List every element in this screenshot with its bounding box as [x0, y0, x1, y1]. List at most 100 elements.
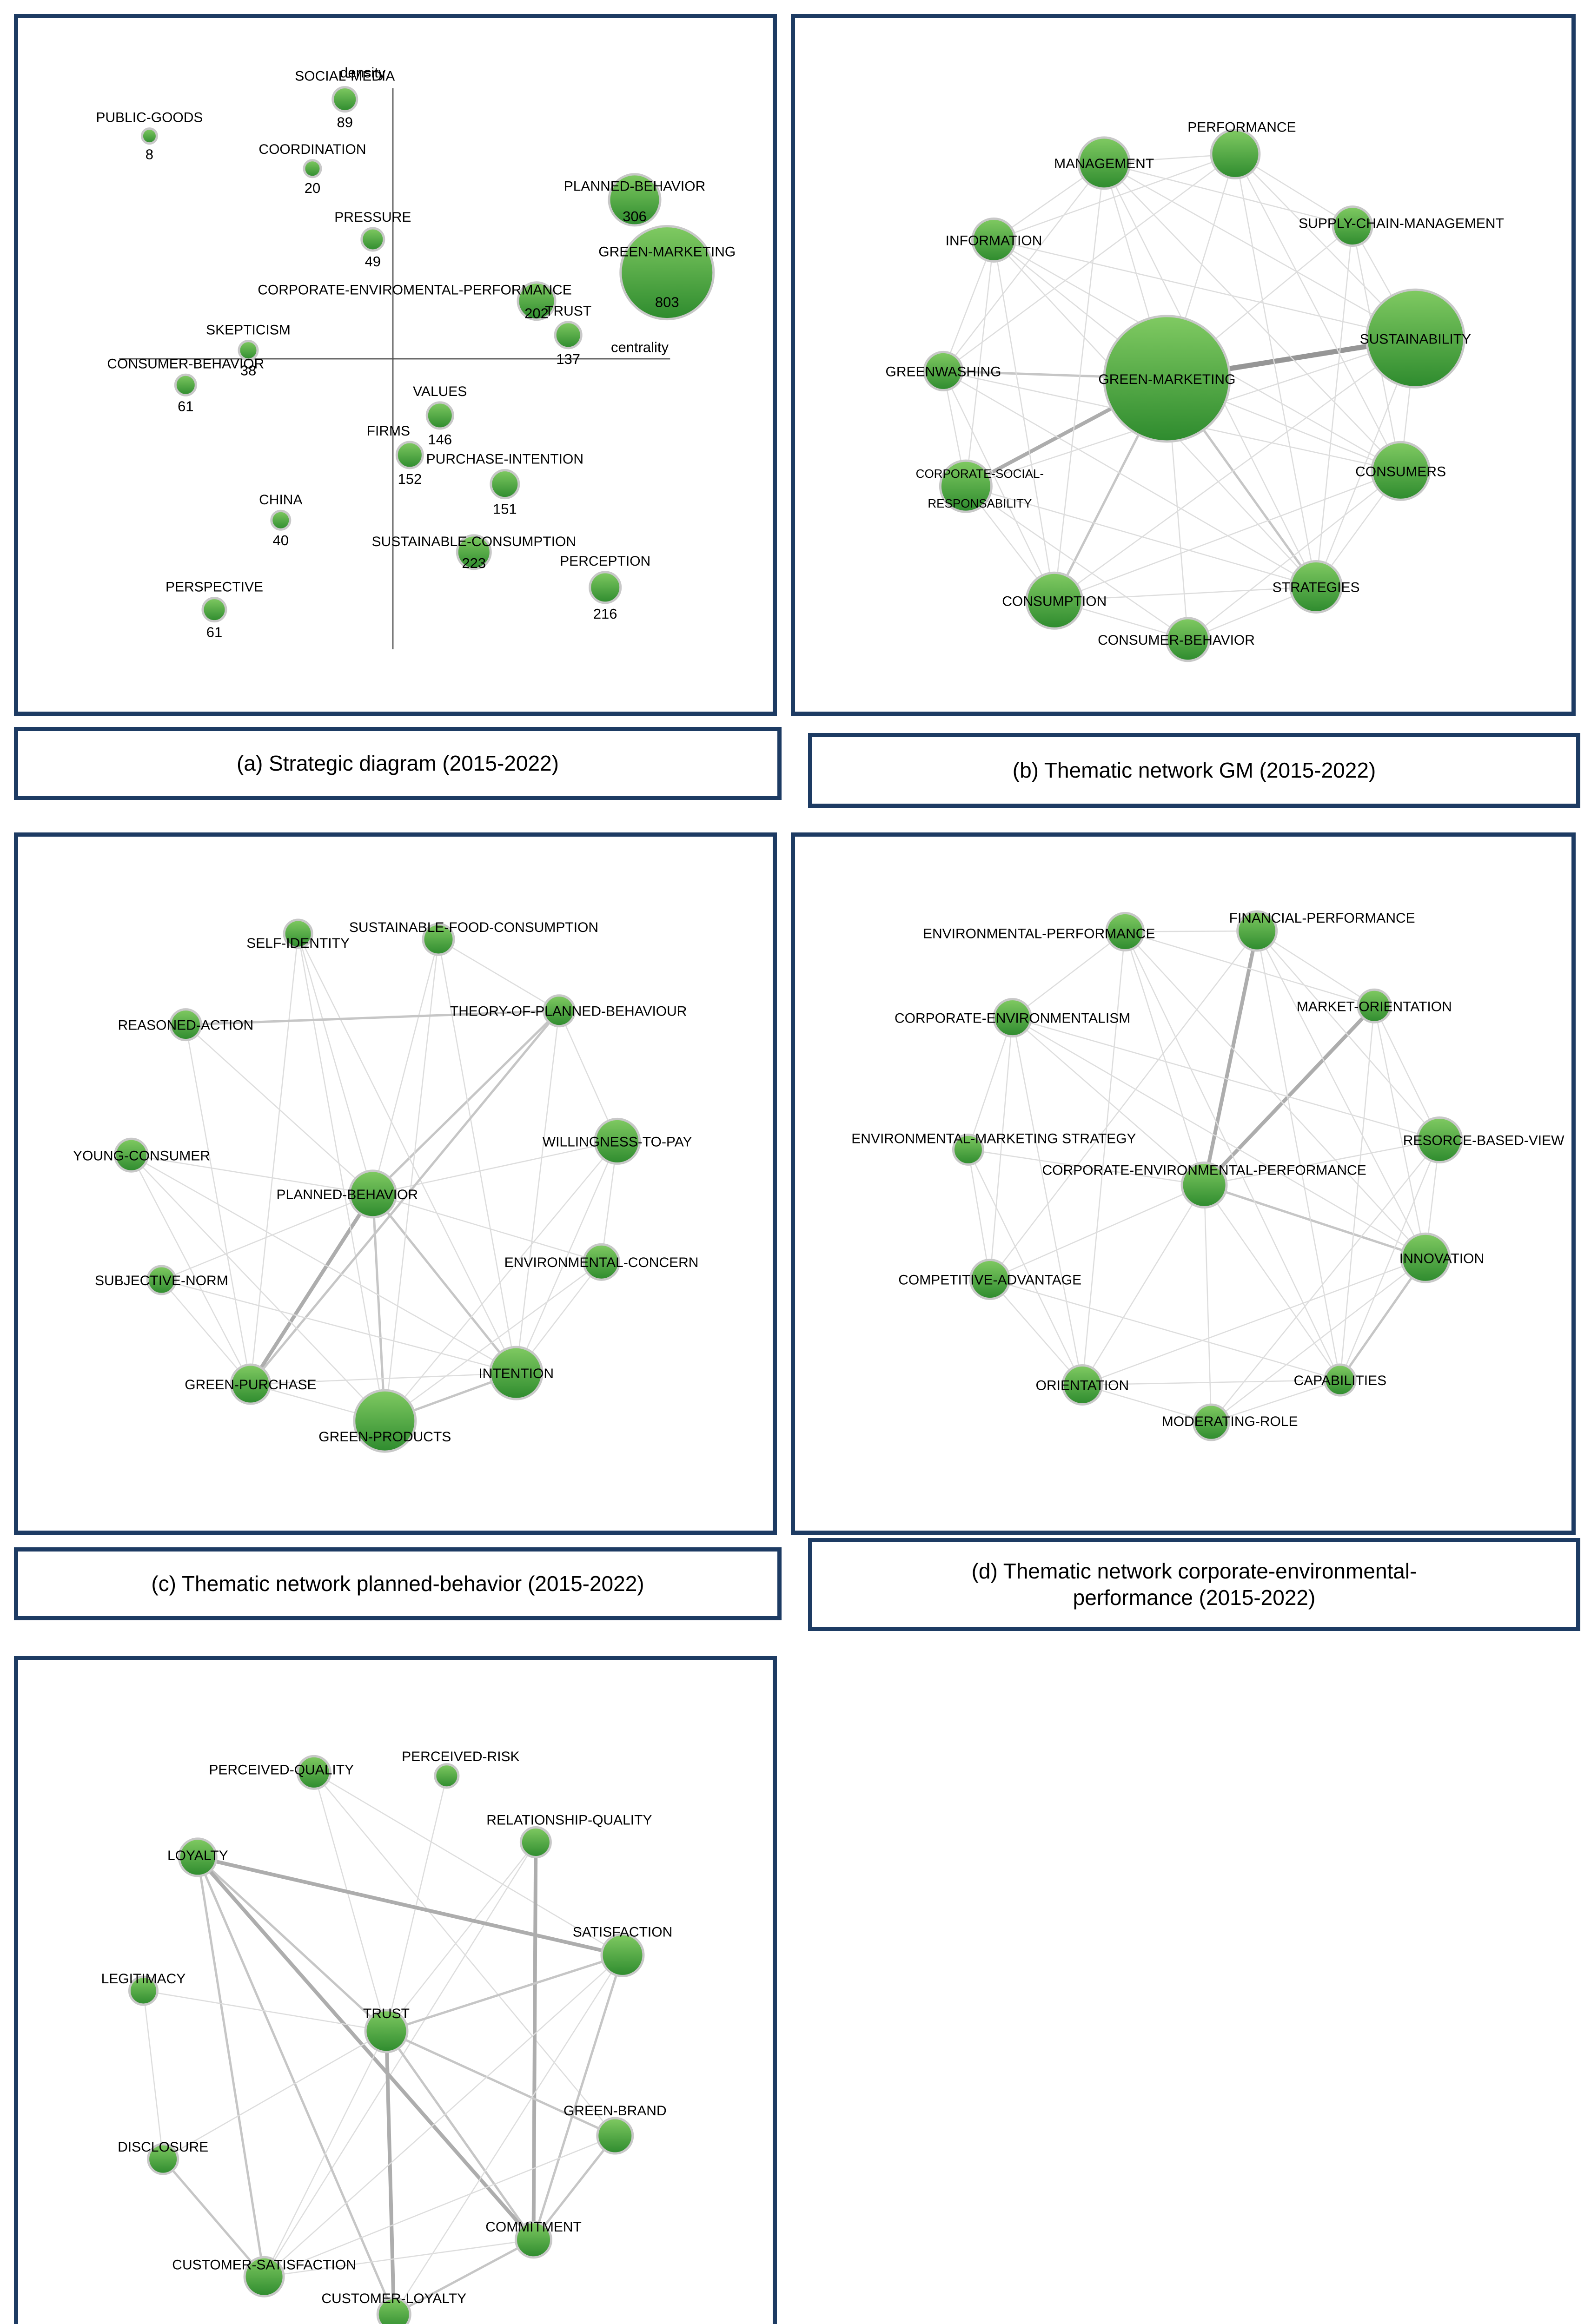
node-label: DISCLOSURE [118, 2139, 208, 2155]
node-environmental-marketing strategy [952, 1133, 984, 1166]
node-label: SUPPLY-CHAIN-MANAGEMENT [1299, 216, 1504, 231]
node-label: GREEN-PURCHASE [185, 1377, 316, 1393]
edge-young-consumer--green-products [131, 1155, 385, 1421]
node-label: GREEN-MARKETING [598, 244, 736, 260]
node-label: SUSTAINABLE-CONSUMPTION [372, 534, 577, 549]
node-label: LOYALTY [167, 1848, 228, 1863]
edge-perceived-quality--green-brand [313, 1772, 616, 2136]
node-label: COMMITMENT [485, 2219, 582, 2235]
node-theory-of-planned-behaviour [543, 994, 576, 1028]
edge-trust--green-brand [385, 2030, 616, 2137]
edge-perceived-quality--satisfaction [313, 1772, 623, 1956]
edge-consumers--consumer-behavior [1187, 470, 1401, 640]
edge-corporate-environmentalism--resorce-based-view [1012, 1017, 1440, 1141]
node-label: CONSUMERS [1355, 464, 1446, 479]
node-perception [589, 571, 622, 604]
edge-sustainable-food-consumption--green-products [384, 939, 439, 1421]
edge-trust--satisfaction [386, 1954, 623, 2033]
node-consumer-behavior [174, 373, 197, 396]
edge-corporate-environmental-performance--moderating-role [1203, 1185, 1212, 1423]
node-label: CUSTOMER-LOYALTY [321, 2291, 466, 2306]
node-planned-behavior [608, 173, 662, 227]
node-corporate-environmentalism [993, 998, 1033, 1038]
node-relationship-quality [519, 1826, 552, 1859]
node-green-marketing [1103, 315, 1231, 443]
edge-theory-of-planned-behaviour--intention [515, 1010, 560, 1373]
edge-performance--consumers [1234, 153, 1401, 471]
node-value: 216 [593, 606, 617, 622]
edge-environmental-marketing strategy--orientation [968, 1149, 1083, 1386]
node-label: ENVIRONMENTAL-PERFORMANCE [923, 926, 1155, 942]
edge-competitive-advantage--capabilities [989, 1279, 1340, 1381]
node-label: MARKET-ORIENTATION [1297, 999, 1452, 1014]
node-perceived-risk [434, 1763, 460, 1789]
node-label: PERFORMANCE [1187, 119, 1296, 135]
node-intention [489, 1346, 544, 1400]
edge-disclosure--customer-satisfaction [162, 2158, 265, 2278]
edge-competitive-advantage--orientation [989, 1279, 1083, 1386]
edge-loyalty--customer-loyalty [196, 1856, 395, 2315]
node-information [971, 217, 1017, 263]
node-sustainability [1365, 288, 1465, 389]
strategic-diagram-svg: densitycentralityPUBLIC-GOODS8SOCIAL-MED… [96, 64, 736, 649]
edge-subjective-norm--intention [161, 1279, 517, 1374]
node-label: PERCEIVED-QUALITY [209, 1762, 354, 1777]
edge-sustainability--consumption [1054, 338, 1416, 601]
node-value: 803 [655, 294, 679, 310]
node-label: PUBLIC-GOODS [96, 110, 203, 125]
network-trust-svg: PERCEIVED-QUALITYPERCEIVED-RISKRELATIONS… [101, 1749, 672, 2324]
edge-management--sustainability [1104, 162, 1416, 339]
node-value: 61 [206, 624, 222, 640]
node-management [1077, 136, 1131, 190]
node-label: SUSTAINABLE-FOOD-CONSUMPTION [349, 920, 598, 935]
node-label: STRATEGIES [1273, 580, 1360, 595]
node-value: 89 [337, 114, 353, 131]
edge-market-orientation--capabilities [1339, 1006, 1375, 1380]
node-label: SOCIAL-MEDIA [295, 69, 395, 84]
edge-perceived-risk--trust [385, 1776, 448, 2032]
node-label: REASONED-ACTION [118, 1018, 253, 1033]
edge-willingness-to-pay--green-products [384, 1141, 618, 1421]
network-gm-svg: MANAGEMENTPERFORMANCESUPPLY-CHAIN-MANAGE… [886, 119, 1504, 662]
node-customer-satisfaction [243, 2256, 285, 2298]
node-performance [1210, 128, 1261, 179]
edge-corporate-environmental-performance--corporate-environmentalism [1012, 1017, 1205, 1186]
edge-resorce-based-view--capabilities [1339, 1139, 1440, 1380]
node-label: CORPORATE-SOCIAL- [916, 467, 1044, 481]
edge-theory-of-planned-behaviour--willingness-to-pay [558, 1010, 618, 1142]
edge-market-orientation--resorce-based-view [1373, 1005, 1440, 1140]
caption-network-gm: (b) Thematic network GM (2015-2022) [808, 733, 1580, 808]
edge-subjective-norm--green-purchase [161, 1280, 251, 1385]
node-value: 49 [365, 253, 381, 270]
node-value: 151 [493, 501, 517, 517]
node-label: PERCEIVED-RISK [402, 1749, 519, 1764]
node-label: WILLINGNESS-TO-PAY [543, 1134, 692, 1149]
edge-environmental-performance--innovation [1124, 931, 1426, 1259]
node-satisfaction [600, 1933, 645, 1977]
node-label: VALUES [413, 384, 467, 399]
edge-relationship-quality--customer-satisfaction [264, 1842, 537, 2277]
edge-young-consumer--green-purchase [131, 1155, 251, 1385]
edge-loyalty--trust [197, 1856, 387, 2032]
edge-trust--commitment [385, 2030, 535, 2241]
node-label: CHINA [259, 492, 302, 508]
node-capabilities [1323, 1363, 1357, 1397]
node-coordination [303, 159, 322, 178]
edge-corporate-environmental-performance--orientation [1081, 1184, 1205, 1386]
node-moderating-role [1192, 1403, 1230, 1441]
node-label: PLANNED-BEHAVIOR [564, 179, 706, 194]
node-firms [395, 441, 424, 469]
node-label: ENVIRONMENTAL-MARKETING STRATEGY [851, 1131, 1136, 1146]
node-public-goods [140, 127, 158, 145]
edge-planned-behavior--green-products [371, 1194, 386, 1421]
edge-information--greenwashing [942, 239, 994, 371]
node-label: PERCEPTION [560, 554, 650, 569]
edge-supply-chain-management--strategies [1315, 226, 1353, 587]
x-axis-label: centrality [611, 339, 669, 355]
edge-corporate-environmental-performance--innovation [1204, 1184, 1426, 1259]
node-supply-chain-management [1332, 205, 1373, 247]
node-label: CORPORATE-ENVIRONMENTAL-PERFORMANCE [1042, 1162, 1366, 1178]
edge-capabilities--moderating-role [1211, 1379, 1340, 1423]
